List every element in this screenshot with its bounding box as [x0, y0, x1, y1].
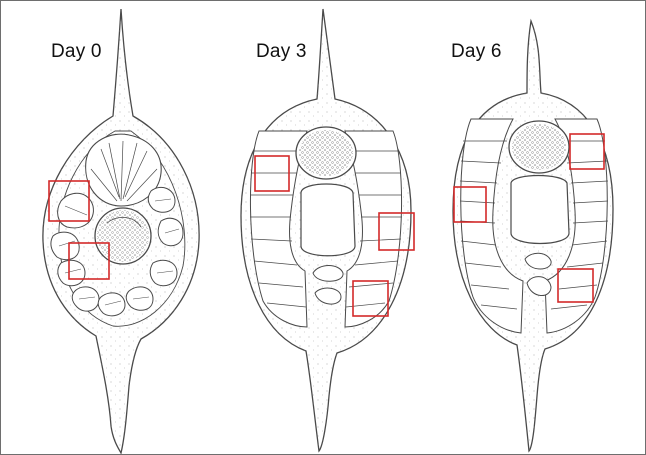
day-0-drawing	[43, 9, 199, 453]
day-3-drawing	[241, 9, 411, 451]
day-6-drawing	[453, 21, 613, 451]
